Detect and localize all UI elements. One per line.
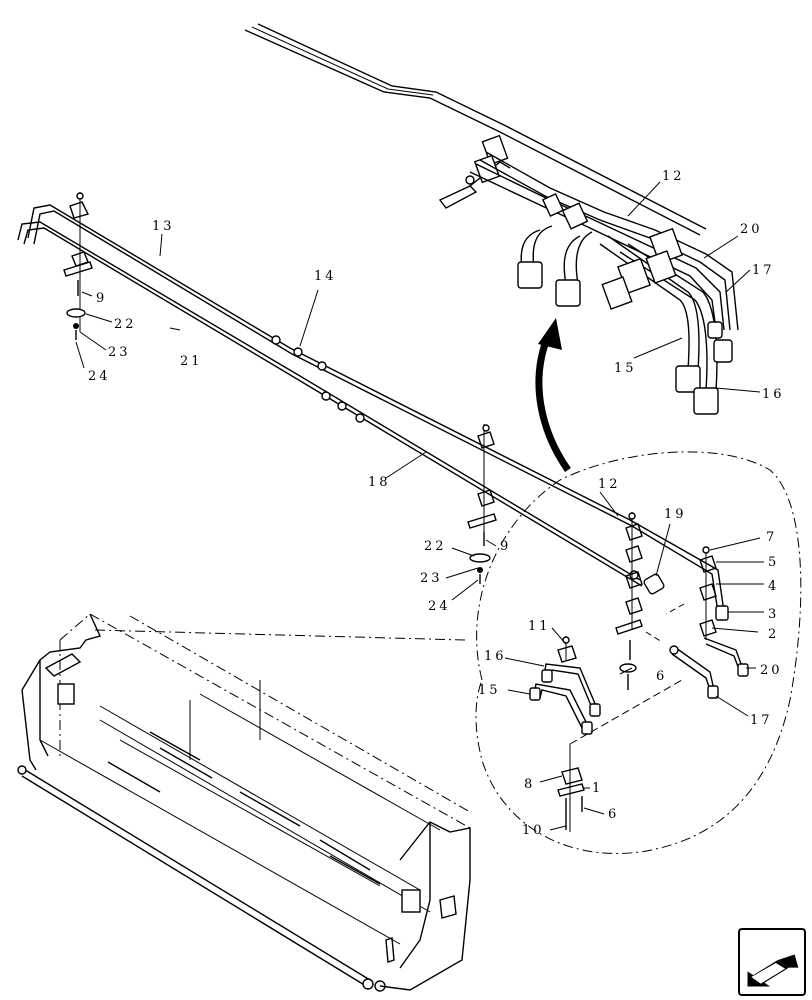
- callout-3: 3: [768, 607, 779, 622]
- callout-9-left: 9: [96, 291, 107, 306]
- callout-11: 11: [528, 619, 551, 634]
- callout-23-left: 23: [108, 345, 131, 360]
- callout-7: 7: [766, 530, 777, 545]
- callout-17-detail: 17: [750, 713, 773, 728]
- curved-arrow-icon: [535, 318, 571, 473]
- callout-5: 5: [768, 555, 779, 570]
- callout-15-top: 15: [614, 361, 637, 376]
- callout-1: 1: [592, 781, 603, 796]
- callout-10: 10: [522, 823, 545, 838]
- previous-page-button[interactable]: [738, 928, 806, 996]
- callout-20-top: 20: [740, 222, 763, 237]
- callout-12-top: 12: [662, 169, 685, 184]
- callout-19: 19: [664, 507, 687, 522]
- detail-clamp-parts: [529, 512, 749, 832]
- callout-21: 21: [180, 354, 203, 369]
- previous-page-arrow-icon: [747, 954, 799, 987]
- middle-clamp-stack: [467, 424, 497, 584]
- callout-16-top: 16: [762, 387, 785, 402]
- callout-labels: 13 14 9 22 21 23 24 12 20 17 15 16 18 12…: [88, 169, 785, 838]
- callout-24-mid: 24: [428, 599, 451, 614]
- callout-23-mid: 23: [420, 571, 443, 586]
- callout-18: 18: [368, 475, 391, 490]
- callout-15-detail: 15: [478, 683, 501, 698]
- callout-24-left: 24: [88, 369, 111, 384]
- callout-22-mid: 22: [424, 539, 447, 554]
- callout-6-upper: 6: [656, 669, 667, 684]
- detail-region-outline: [94, 451, 802, 854]
- callout-9-mid: 9: [500, 539, 511, 554]
- callout-12-detail: 12: [598, 477, 621, 492]
- callout-6-lower: 6: [608, 807, 619, 822]
- leader-lines: [75, 181, 764, 831]
- callout-22-left: 22: [114, 317, 137, 332]
- callout-20-detail: 20: [760, 663, 783, 678]
- detail-view-assembly: [244, 23, 739, 415]
- callout-17-top: 17: [752, 263, 775, 278]
- callout-14: 14: [314, 269, 337, 284]
- callout-8: 8: [524, 777, 535, 792]
- callout-13: 13: [152, 219, 175, 234]
- tube-lines: [17, 204, 729, 621]
- callout-2: 2: [768, 627, 779, 642]
- left-clamp-stack: [63, 192, 93, 340]
- header-frame: [17, 613, 471, 992]
- callout-4: 4: [768, 579, 779, 594]
- callout-16-detail: 16: [484, 649, 507, 664]
